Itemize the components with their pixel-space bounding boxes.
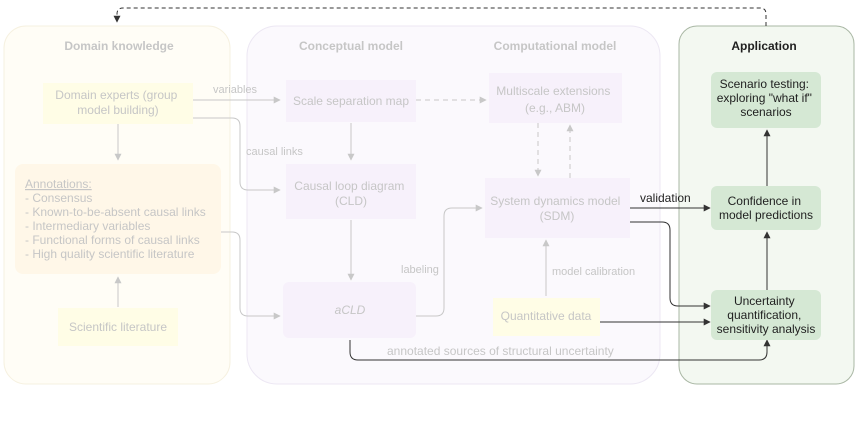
system-dynamics-model-node: System dynamics model (SDM) [485,178,630,238]
domain-experts-line-1: Domain experts (group [55,88,177,102]
causal-loop-diagram-node: Causal loop diagram (CLD) [286,164,416,219]
multiscale-extensions-node: Multiscale extensions (e.g., ABM) [489,73,622,123]
edge-experts-to-cld [193,117,281,194]
scenario-line-1: Scenario testing: [720,77,809,91]
uncertainty-line-1: Uncertainty [734,294,795,308]
scientific-literature-label: Scientific literature [69,320,167,334]
annotation-item: - Known-to-be-absent causal links [25,205,206,219]
scenario-line-3: scenarios [740,105,791,119]
conceptual-model-title: Conceptual model [299,39,403,53]
labeling-label: labeling [401,264,439,276]
svg-text:Domain experts (group mo: Domain experts (group model building) [55,88,180,117]
scientific-literature-node: Scientific literature [58,308,178,346]
domain-experts-line-2: model building) [77,103,158,117]
uncertainty-node: Uncertainty quantification, sensitivity … [711,290,821,340]
scale-separation-map-label: Scale separation map [293,94,409,108]
svg-text:Multiscale extensions (e: Multiscale extensions (e.g., ABM) [496,84,613,115]
annotation-item: - High quality scientific literature [25,247,195,261]
domain-experts-node: Domain experts (group model building) [43,83,193,124]
annotated-sources-label: annotated sources of structural uncertai… [387,344,614,358]
confidence-line-2: model predictions [719,208,813,222]
edge-sdm-to-uncertainty [630,221,711,310]
computational-model-title: Computational model [494,39,617,53]
sdm-line-1: System dynamics model [490,194,620,208]
uncertainty-line-2: quantification, [727,308,801,322]
annotation-item: - Consensus [25,191,92,205]
quantitative-data-node: Quantitative data [493,298,600,336]
multiscale-line-2: (e.g., ABM) [525,101,585,115]
confidence-line-1: Confidence in [728,194,801,208]
cld-line-1: Causal loop diagram [294,179,404,193]
quantitative-data-label: Quantitative data [501,309,592,323]
annotation-item: - Functional forms of causal links [25,233,200,247]
svg-text:Confidence in model pred: Confidence in model predictions [719,194,813,222]
acld-node: aCLD [283,282,416,338]
uncertainty-line-3: sensitivity analysis [717,322,816,336]
annotations-title: Annotations: [25,177,92,191]
validation-label: validation [640,191,691,205]
edge-acld-to-uncertainty [349,339,771,361]
svg-text:System dynamics model (S: System dynamics model (SDM) [490,194,623,223]
svg-text:Causal loop diagram (CLD: Causal loop diagram (CLD) [294,179,407,208]
dark-edges [113,7,771,361]
cld-line-2: (CLD) [335,194,367,208]
scale-separation-map-node: Scale separation map [286,80,416,122]
svg-text:- Consensus - Known-to-b: - Consensus - Known-to-be-absent causal … [25,191,209,261]
domain-knowledge-title: Domain knowledge [64,39,174,53]
scenario-testing-node: Scenario testing: exploring "what if" sc… [711,72,821,128]
acld-label: aCLD [335,303,366,317]
multiscale-line-1: Multiscale extensions [496,84,610,98]
annotations-node: Annotations: - Consensus - Known-to-be-a… [15,164,221,274]
annotation-item: - Intermediary variables [25,219,150,233]
scenario-line-2: exploring "what if" [717,91,812,105]
application-title: Application [731,39,796,53]
sdm-line-2: (SDM) [540,209,575,223]
edge-acld-to-sdm [416,204,483,317]
edge-application-feedback [113,7,767,26]
confidence-node: Confidence in model predictions [711,186,821,230]
svg-text:Uncertainty quantificati: Uncertainty quantification, sensitivity … [717,294,816,336]
causal-links-label: causal links [246,146,303,158]
faded-edges [114,96,574,320]
variables-label: variables [213,84,258,96]
model-calibration-label: model calibration [552,266,635,278]
svg-text:Scenario testing: explor: Scenario testing: exploring "what if" sc… [717,77,816,119]
edge-annotations-to-acld [221,231,281,320]
